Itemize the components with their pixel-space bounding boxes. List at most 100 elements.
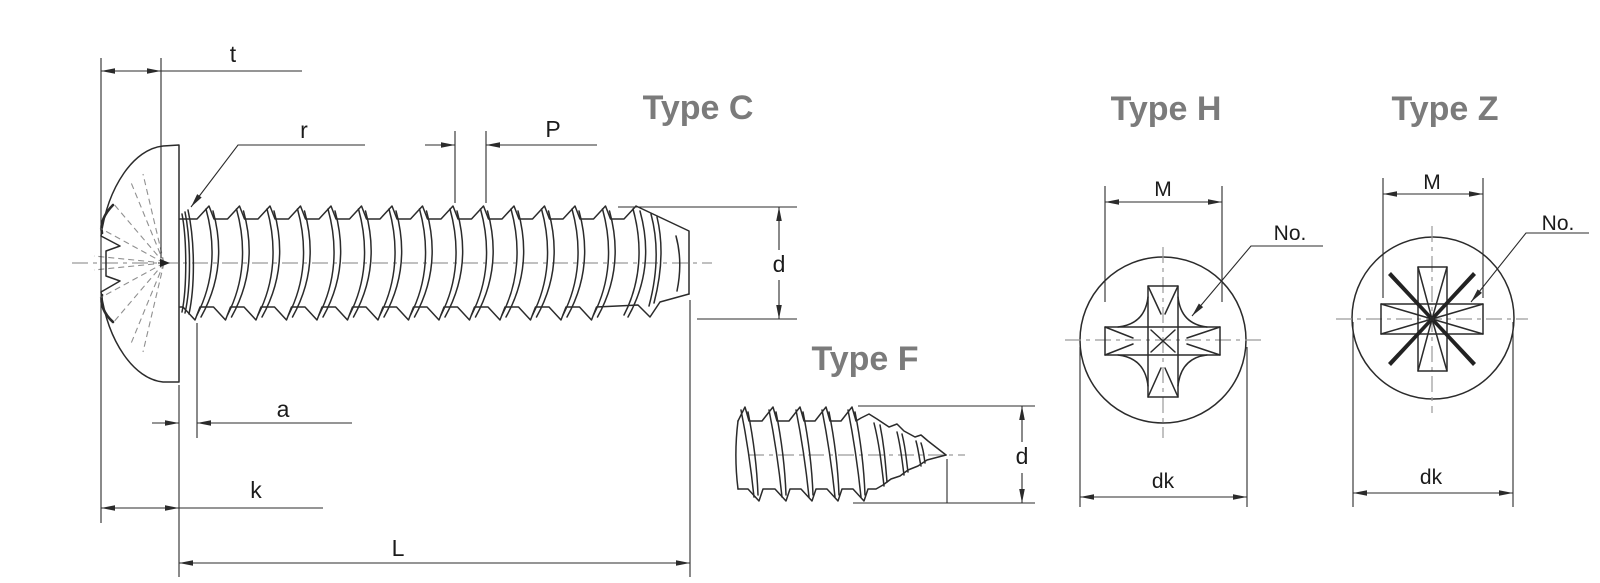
pozidriv-fan-line xyxy=(1431,303,1484,320)
thread-flank xyxy=(287,208,305,316)
thread-flank xyxy=(409,208,427,316)
thread-flank xyxy=(348,208,366,316)
phillips-chamfer xyxy=(1186,326,1221,339)
hidden-recess-ray xyxy=(142,262,165,353)
point-flank xyxy=(675,235,681,292)
hidden-recess-ray xyxy=(93,255,165,264)
hidden-recess-ray xyxy=(129,262,165,347)
pozidriv-tick xyxy=(1388,272,1432,319)
dim-label-z-dk: dk xyxy=(1420,466,1443,489)
thread-flank xyxy=(501,208,518,316)
thread-flank xyxy=(200,210,220,318)
thread-flank xyxy=(627,210,647,318)
thread-flank xyxy=(740,409,755,498)
phillips-chamfer xyxy=(1186,343,1221,356)
dimension-arrowhead xyxy=(441,142,455,148)
dimension-arrowhead xyxy=(165,505,179,511)
thread-runout xyxy=(184,211,191,314)
dimension-arrowhead xyxy=(1471,289,1482,302)
hidden-recess-ray xyxy=(99,262,165,299)
thread-flank xyxy=(775,411,787,496)
point-flank xyxy=(879,424,888,483)
dim-label-z-no: No. xyxy=(1542,212,1575,235)
type-c-screw-geometry xyxy=(72,144,712,383)
screw-left-edge xyxy=(735,420,739,490)
dim-label-z-m: M xyxy=(1423,171,1441,194)
phillips-wing xyxy=(1117,354,1149,387)
recess-apex-mark xyxy=(160,259,170,267)
hidden-recess-ray xyxy=(111,201,165,264)
thread-runout xyxy=(187,209,195,315)
screw-head-outline xyxy=(100,144,180,383)
thread-flank xyxy=(821,409,836,498)
point-flank xyxy=(896,431,905,476)
screw-top-profile xyxy=(737,406,947,456)
dimension-arrowhead xyxy=(676,560,690,566)
point-flank xyxy=(901,433,909,473)
type-z-head-geometry xyxy=(1336,226,1528,413)
thread-flank xyxy=(623,208,640,316)
thread-flank xyxy=(795,409,810,498)
dim-label-a: a xyxy=(277,396,290,422)
phillips-chamfer xyxy=(1164,367,1179,398)
leader-line-no xyxy=(1191,245,1323,317)
pozidriv-fan-line xyxy=(1431,318,1484,335)
thread-flank xyxy=(383,210,403,318)
thread-flank xyxy=(470,208,488,316)
thread-flank xyxy=(291,210,311,318)
pozidriv-fan-line xyxy=(1431,266,1448,320)
pozidriv-fan-line xyxy=(1417,318,1433,372)
dim-label-d: d xyxy=(773,251,786,277)
thread-flank xyxy=(596,210,616,318)
dim-label-t: t xyxy=(230,41,237,67)
pozidriv-tick xyxy=(1388,319,1432,366)
thread-flank xyxy=(531,208,549,316)
thread-flank xyxy=(505,210,525,318)
type-z-dimensions xyxy=(1352,178,1589,507)
type-f-dimensions xyxy=(853,405,1035,504)
thread-runout xyxy=(181,213,187,313)
dimension-arrowhead xyxy=(101,505,115,511)
screw-bottom-profile xyxy=(179,293,690,321)
thread-flank xyxy=(854,411,866,496)
dim-label-h-dk: dk xyxy=(1152,470,1175,493)
thread-flank xyxy=(440,208,457,316)
thread-flank xyxy=(592,208,610,316)
phillips-wing xyxy=(1117,296,1149,328)
thread-flank xyxy=(322,210,342,318)
dimension-arrowhead xyxy=(1353,490,1367,496)
thread-flank xyxy=(226,208,244,316)
dimension-arrowhead xyxy=(165,420,179,426)
dimension-arrowhead xyxy=(1233,494,1247,500)
dimension-arrowhead xyxy=(1019,406,1025,420)
recess-wing-arc xyxy=(100,293,115,324)
dimension-arrowhead xyxy=(776,207,782,221)
dim-label-h-no: No. xyxy=(1274,222,1307,245)
dimension-arrowhead xyxy=(1192,303,1204,316)
type-f-view: Type F d xyxy=(735,340,1035,504)
dimension-arrowhead xyxy=(147,68,161,74)
phillips-chamfer xyxy=(1164,285,1179,315)
phillips-chamfer xyxy=(1104,326,1134,339)
recess-wing-arc xyxy=(100,203,115,235)
type-h-view: Type H M No. dk xyxy=(1065,90,1323,507)
dim-label-l: L xyxy=(392,535,405,561)
leader-line-no xyxy=(1470,232,1589,303)
hidden-recess-ray xyxy=(129,179,165,264)
phillips-chamfer xyxy=(1147,285,1162,315)
dimension-arrowhead xyxy=(776,305,782,319)
head-circle xyxy=(1351,236,1515,400)
thread-flank xyxy=(802,411,814,496)
dim-label-f-d: d xyxy=(1016,443,1029,469)
type-z-view: Type Z M No. dk xyxy=(1336,90,1589,507)
type-f-title: Type F xyxy=(811,340,918,378)
dimension-arrowhead xyxy=(1080,494,1094,500)
thread-flank xyxy=(847,409,862,498)
thread-flank xyxy=(318,208,335,316)
type-c-title: Type C xyxy=(643,89,754,127)
type-h-title: Type H xyxy=(1111,90,1222,128)
thread-flank xyxy=(474,210,494,318)
phillips-wing xyxy=(1177,354,1208,387)
hidden-recess-ray xyxy=(99,227,165,264)
